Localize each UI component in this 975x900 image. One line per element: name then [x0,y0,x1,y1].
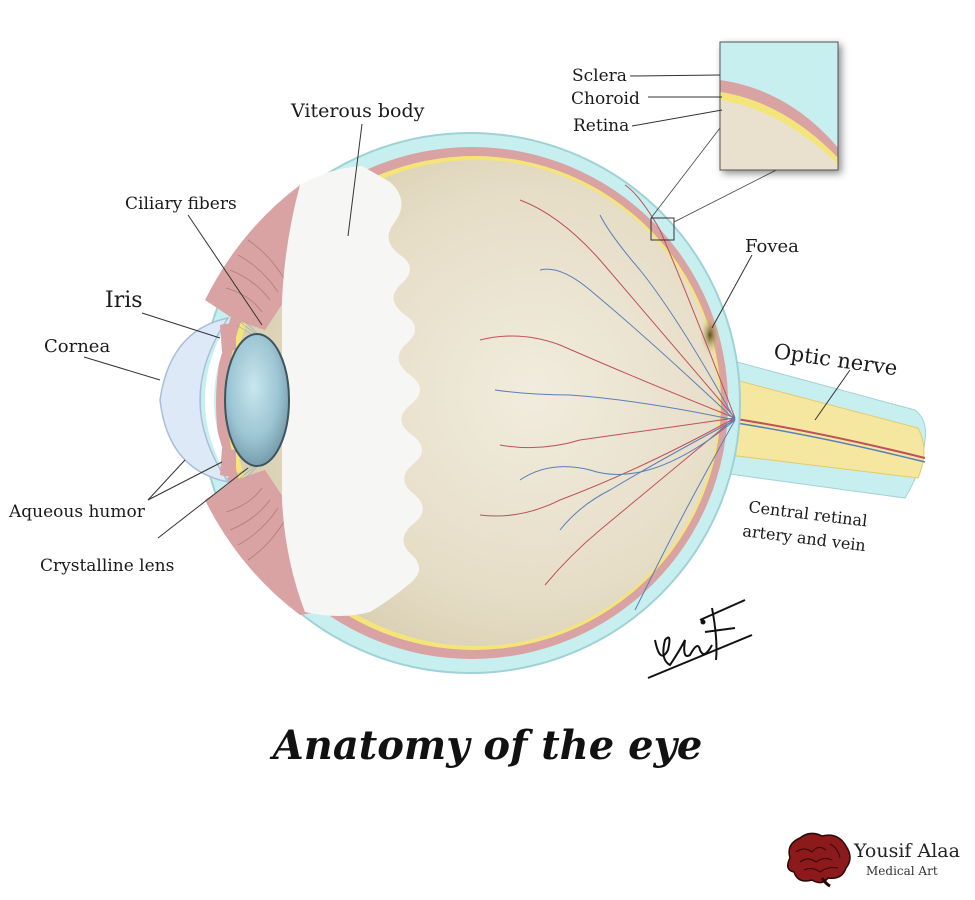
iris-lower [220,448,236,478]
iris-upper [220,322,236,352]
label-crystalline-lens: Crystalline lens [40,556,174,576]
fovea [700,315,720,355]
label-ciliary-fibers: Ciliary fibers [125,194,237,214]
label-fovea: Fovea [745,236,799,257]
optic-nerve [699,351,926,499]
aqueous-humor [205,322,232,478]
zoom-line-top [650,127,721,219]
label-aqueous-humor: Aqueous humor [8,502,146,522]
label-iris: Iris [105,288,143,313]
label-viterous-body: Viterous body [290,100,425,122]
brand-subtitle: Medical Art [866,864,938,878]
ciliary-muscle-lines [225,239,286,561]
label-choroid: Choroid [571,89,640,109]
label-retina: Retina [573,116,629,136]
cornea [159,316,230,484]
zoom-marker [650,217,675,241]
brand-name: Yousif Alaa [854,840,960,862]
label-cornea: Cornea [44,336,110,357]
vitreous-cut-surface [282,166,423,616]
leader-lines [83,74,851,539]
page-title: Anatomy of the eye [272,722,703,769]
artist-signature [647,599,753,679]
brain-icon [787,832,851,888]
label-optic-nerve: Optic nerve [772,339,899,380]
retinal-vessels [479,184,736,611]
layers-inset [719,41,839,171]
label-sclera: Sclera [572,66,627,86]
crystalline-lens [224,333,290,467]
brand-logo: Yousif Alaa Medical Art [782,830,972,890]
